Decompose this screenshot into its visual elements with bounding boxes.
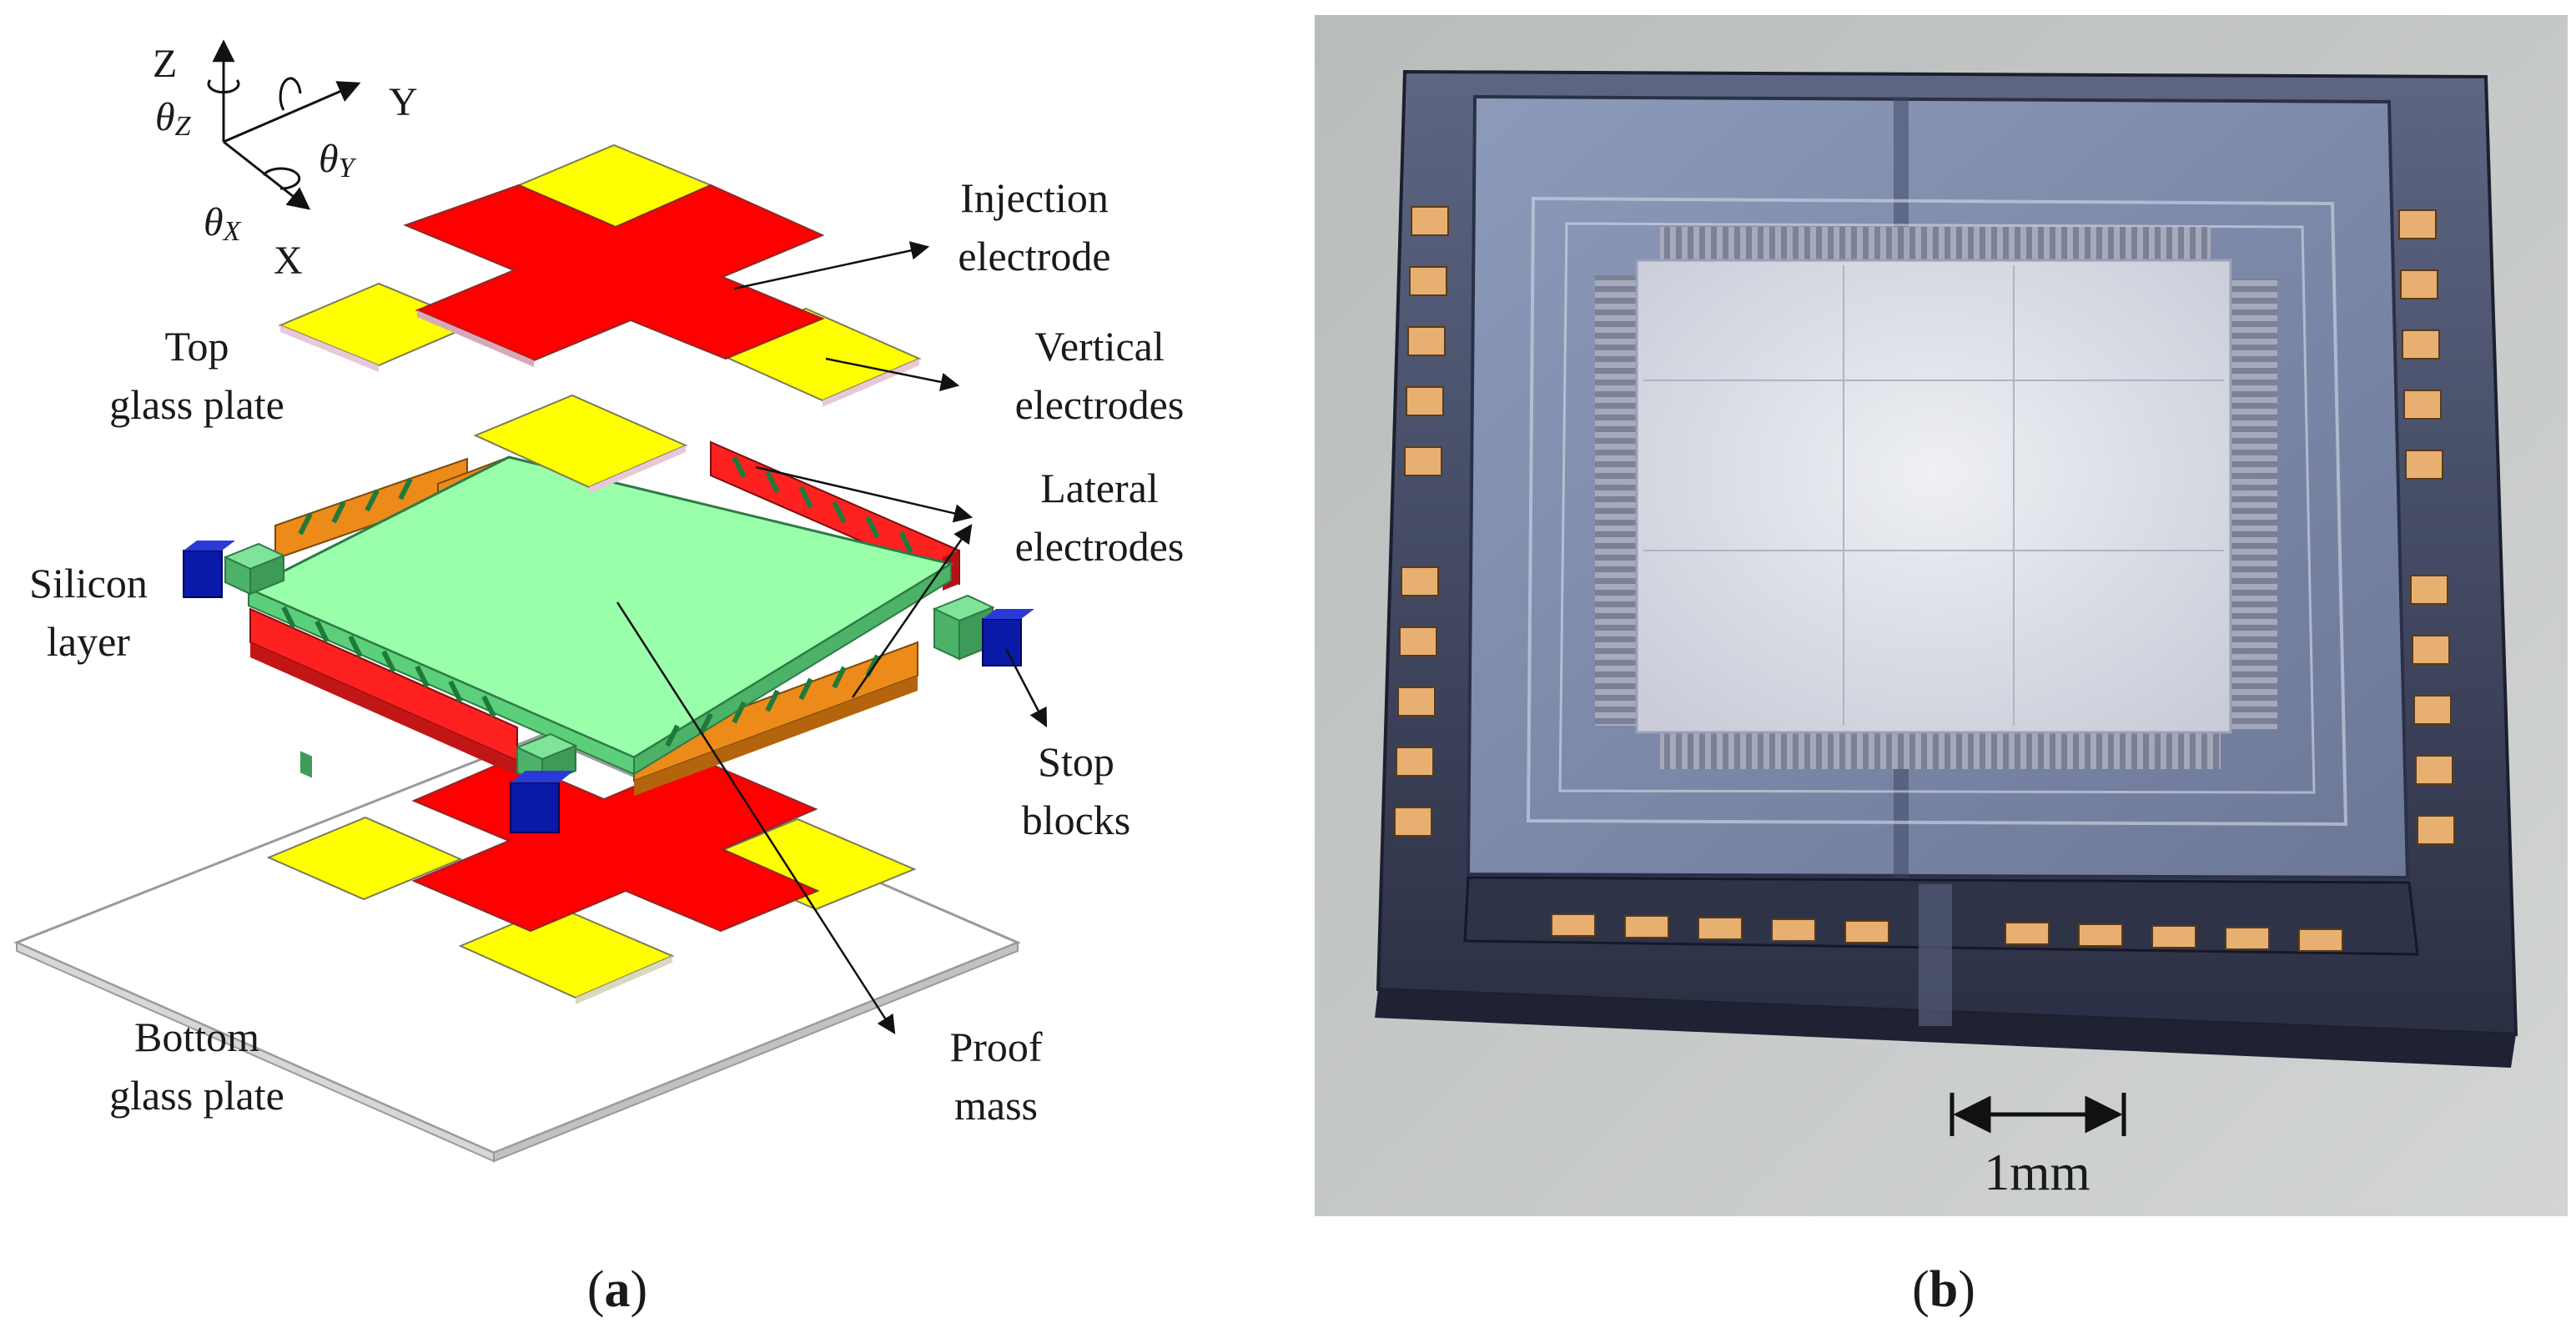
stop-blocks-label-line2: blocks <box>1022 797 1131 843</box>
vertical-electrodes-label-line2: electrodes <box>1015 381 1185 428</box>
vertical-electrodes-label-line1: Vertical <box>1034 323 1164 370</box>
leader-lines <box>616 241 1048 1034</box>
bottom-glass-plate-label-line2: glass plate <box>109 1072 284 1119</box>
proof-mass-label-line1: Proof <box>949 1024 1042 1070</box>
proof-mass-label-line2: mass <box>954 1082 1038 1129</box>
scale-bar <box>1950 1093 2126 1136</box>
silicon-layer <box>223 440 995 796</box>
axis-z-label: Z <box>153 42 177 86</box>
theta-x-label: θX <box>204 200 242 247</box>
stop-blocks <box>183 541 1034 833</box>
scale-bar-label: 1mm <box>1984 1144 2090 1201</box>
caption-a: (a) <box>587 1261 647 1318</box>
lateral-electrodes-label-line1: Lateral <box>1040 465 1159 511</box>
silicon-layer-label-line1: Silicon <box>29 560 148 606</box>
silicon-layer-label-line2: layer <box>47 618 130 665</box>
caption-b: (b) <box>1912 1261 1975 1318</box>
top-glass-plate <box>278 143 922 494</box>
chip <box>1375 69 2518 1068</box>
lateral-electrodes-label-line2: electrodes <box>1015 523 1185 570</box>
top-glass-plate-label-line1: Top <box>164 323 229 370</box>
theta-y-label: θY <box>319 137 357 184</box>
bottom-glass-plate-label-line1: Bottom <box>134 1014 259 1060</box>
axis-x-label: X <box>274 239 303 283</box>
panel-b-photo: 1mm (b) <box>1315 15 2568 1318</box>
top-glass-plate-label-line2: glass plate <box>109 381 284 428</box>
panel-a-diagram: Z Y X θZ θY θX Injection electrode Verti… <box>13 39 1185 1318</box>
theta-z-label: θZ <box>155 95 192 142</box>
injection-electrode-label-line1: Injection <box>960 174 1109 221</box>
injection-electrode-label-line2: electrode <box>958 233 1110 279</box>
coordinate-axes <box>207 39 361 210</box>
stop-blocks-label-line1: Stop <box>1038 738 1114 785</box>
axis-y-label: Y <box>389 80 418 124</box>
